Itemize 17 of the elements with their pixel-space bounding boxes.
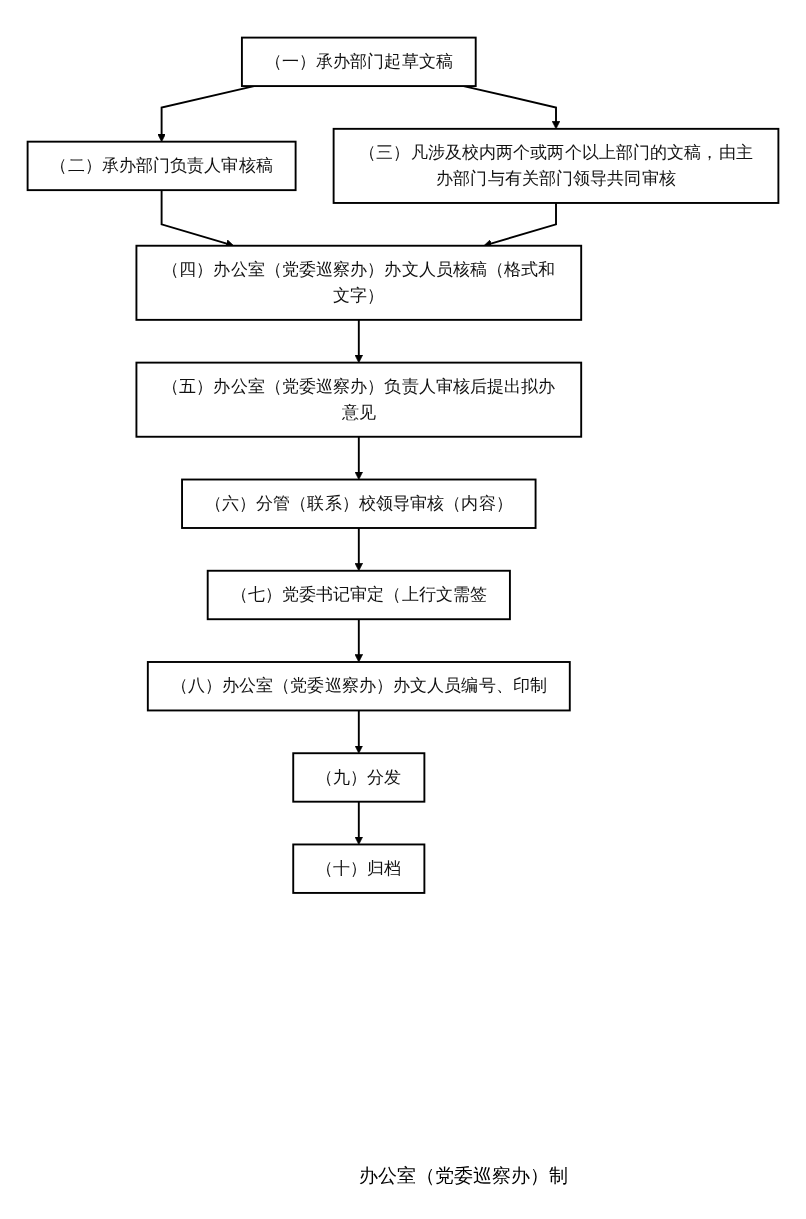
node-box: （六）分管（联系）校领导审核（内容） xyxy=(181,478,537,529)
node-box: （四）办公室（党委巡察办）办文人员核稿（格式和文字） xyxy=(135,244,583,321)
caption-text: 办公室（党委巡察办）制 xyxy=(358,1164,568,1188)
node-box: （十）归档 xyxy=(292,843,426,894)
arrow xyxy=(354,709,363,754)
node-box: （一）承办部门起草文稿 xyxy=(240,36,477,87)
arrow xyxy=(354,435,363,480)
node-box: （五）办公室（党委巡察办）负责人审核后提出拟办意见 xyxy=(135,361,583,438)
arrow xyxy=(354,527,363,572)
node-box: （八）办公室（党委巡察办）办文人员编号、印制 xyxy=(146,661,571,712)
node-box: （九）分发 xyxy=(292,752,426,803)
node-box: （七）党委书记审定（上行文需签 xyxy=(206,569,511,621)
node-box: （三）凡涉及校内两个或两个以上部门的文稿，由主办部门与有关部门领导共同审核 xyxy=(332,127,780,204)
arrow xyxy=(354,318,363,363)
arrow xyxy=(354,618,363,663)
node-box: （二）承办部门负责人审核稿 xyxy=(26,140,297,192)
arrow xyxy=(354,800,363,845)
